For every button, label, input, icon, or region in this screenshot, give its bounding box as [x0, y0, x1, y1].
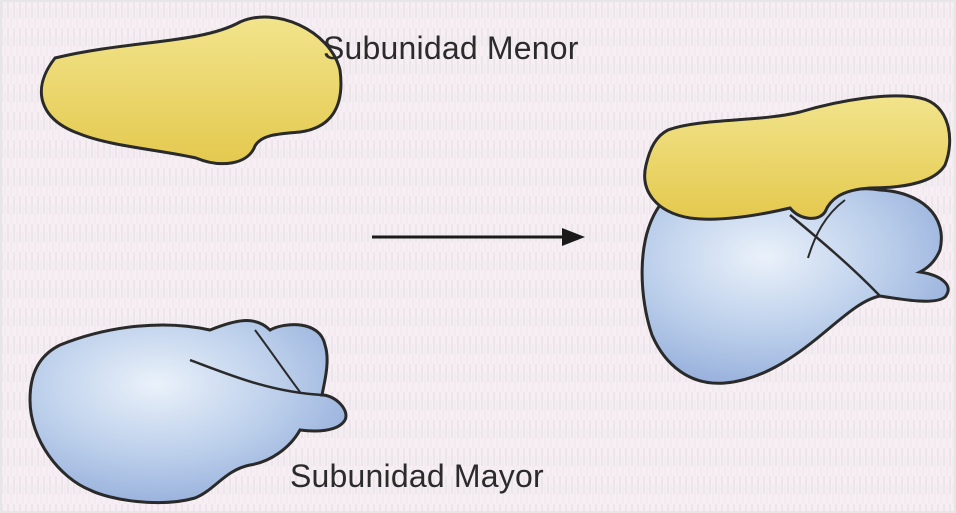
large-subunit-fold-line-2	[254, 329, 301, 393]
assembled-large-fold-line	[789, 214, 881, 297]
large-subunit-shape	[28, 319, 348, 505]
small-subunit-label: Subunidad Menor	[323, 30, 579, 66]
small-subunit-shape	[39, 15, 343, 166]
assembled-large-fold-line-2	[807, 199, 846, 259]
large-subunit-label: Subunidad Mayor	[290, 458, 544, 494]
assembly-arrow	[372, 228, 585, 246]
assembled-small-subunit-shape	[643, 94, 952, 221]
large-subunit-fold-line	[189, 358, 323, 397]
